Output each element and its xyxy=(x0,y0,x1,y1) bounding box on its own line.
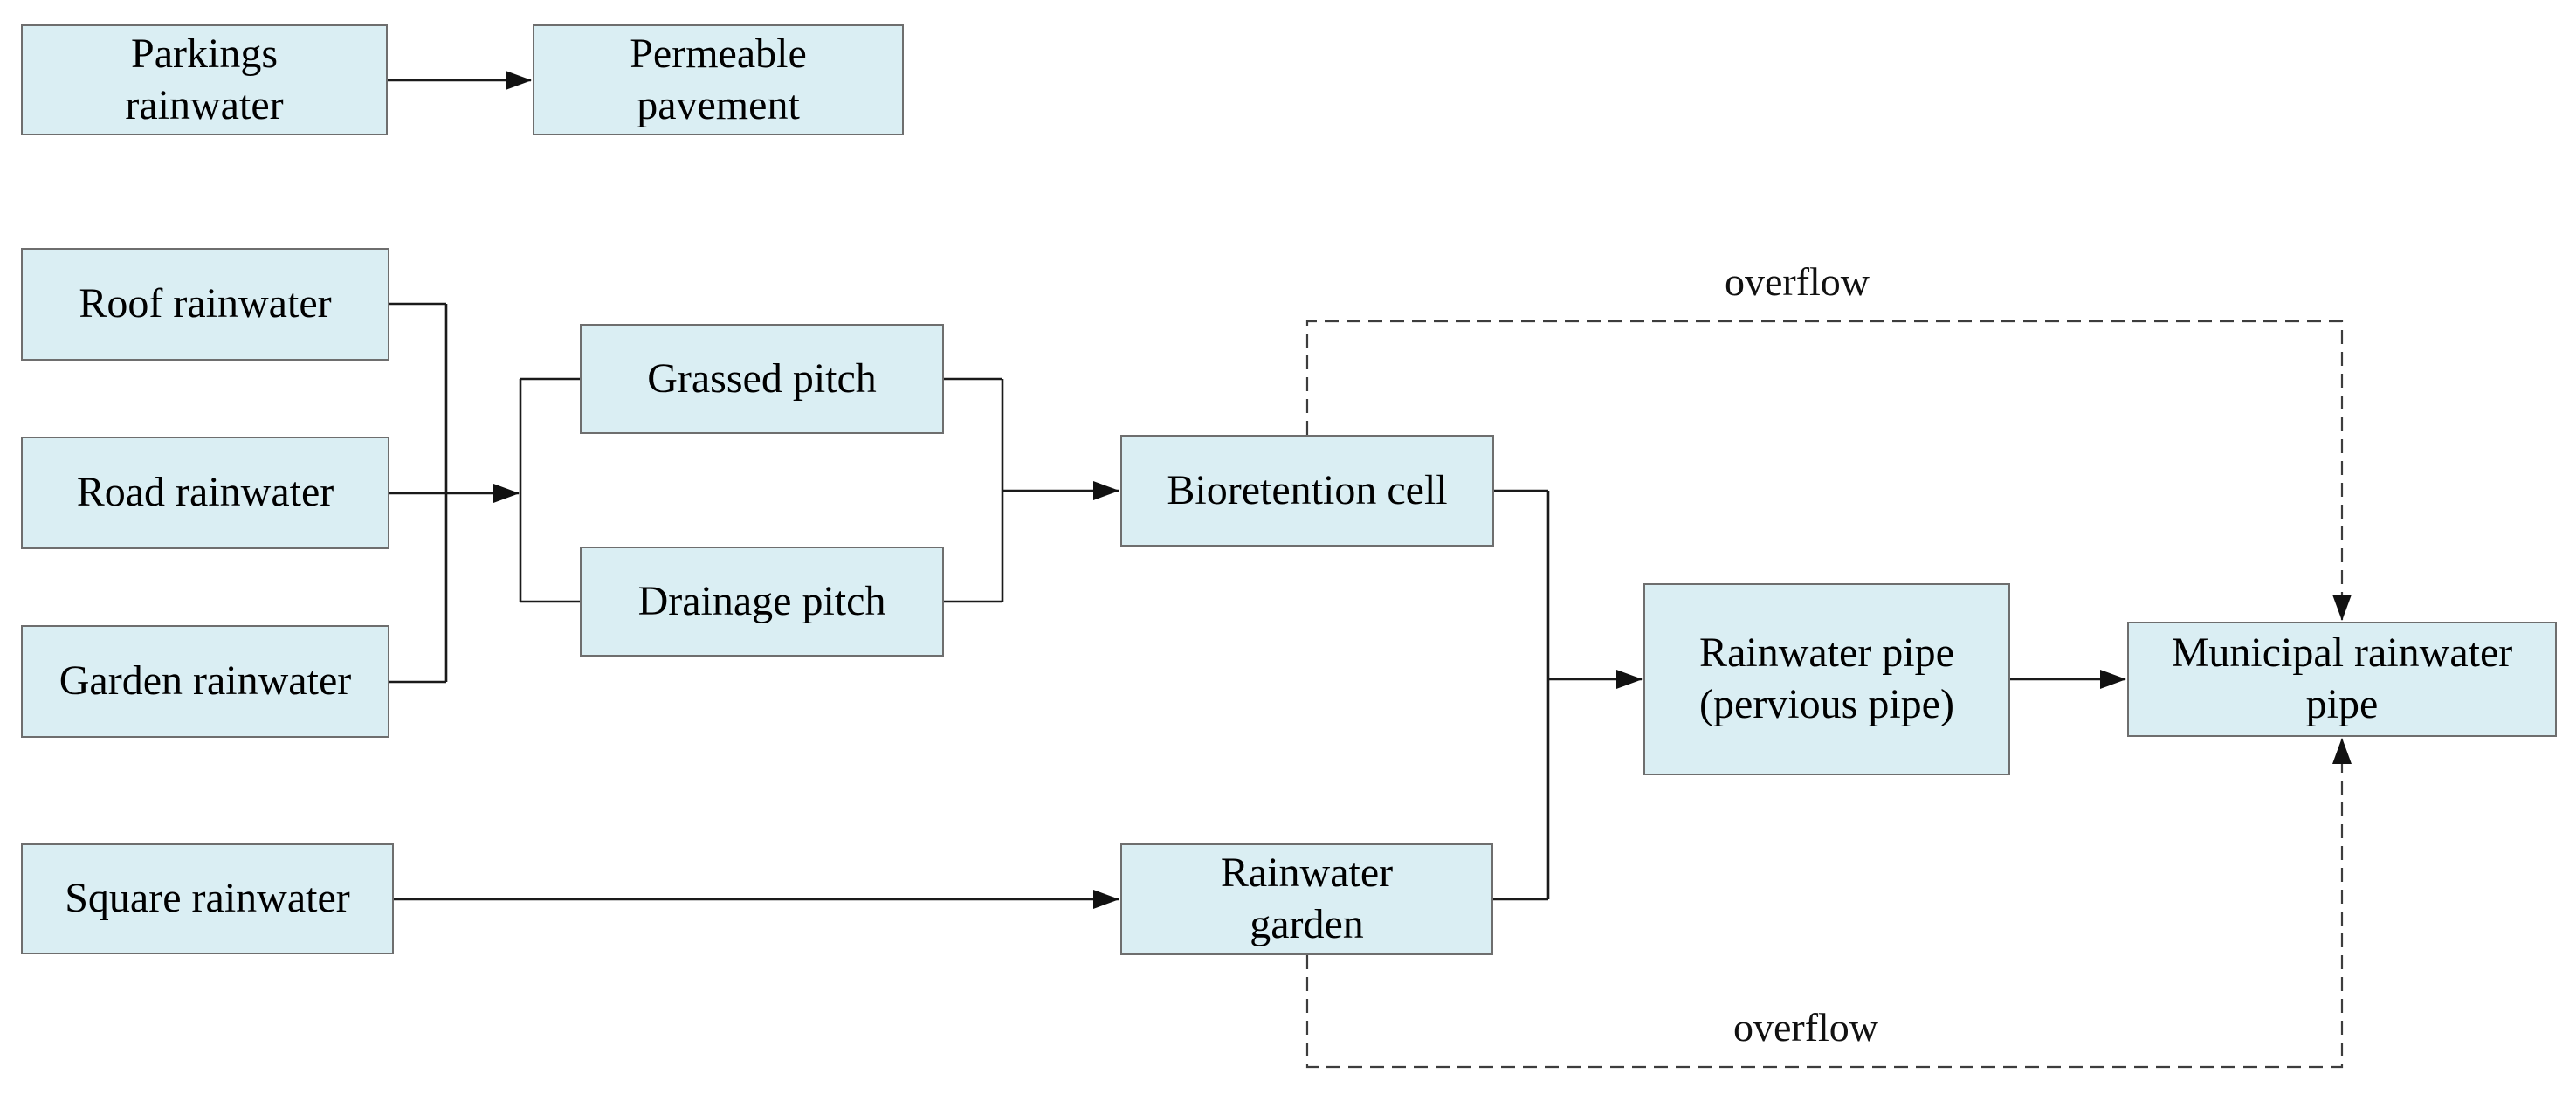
node-square-rainwater: Square rainwater xyxy=(21,843,394,954)
node-road-rainwater: Road rainwater xyxy=(21,437,389,549)
node-roof-rainwater: Roof rainwater xyxy=(21,248,389,361)
node-bioretention-cell: Bioretention cell xyxy=(1120,435,1494,547)
node-rainwater-garden: Rainwater garden xyxy=(1120,843,1493,955)
node-permeable-pavement: Permeable pavement xyxy=(533,24,904,135)
node-grassed-pitch: Grassed pitch xyxy=(580,324,944,434)
edge-overflow-bioretention-to-municipal xyxy=(1305,320,2352,621)
overflow-label-bottom: overflow xyxy=(1732,1005,1879,1049)
node-drainage-pitch: Drainage pitch xyxy=(580,547,944,657)
node-municipal-rainwater-pipe: Municipal rainwater pipe xyxy=(2127,622,2557,737)
node-garden-rainwater: Garden rainwater xyxy=(21,625,389,738)
edge-overflow-garden-to-municipal xyxy=(1305,738,2352,1069)
node-parkings-rainwater: Parkings rainwater xyxy=(21,24,388,135)
overflow-label-top: overflow xyxy=(1724,259,1870,304)
node-rainwater-pipe: Rainwater pipe (pervious pipe) xyxy=(1643,583,2010,775)
